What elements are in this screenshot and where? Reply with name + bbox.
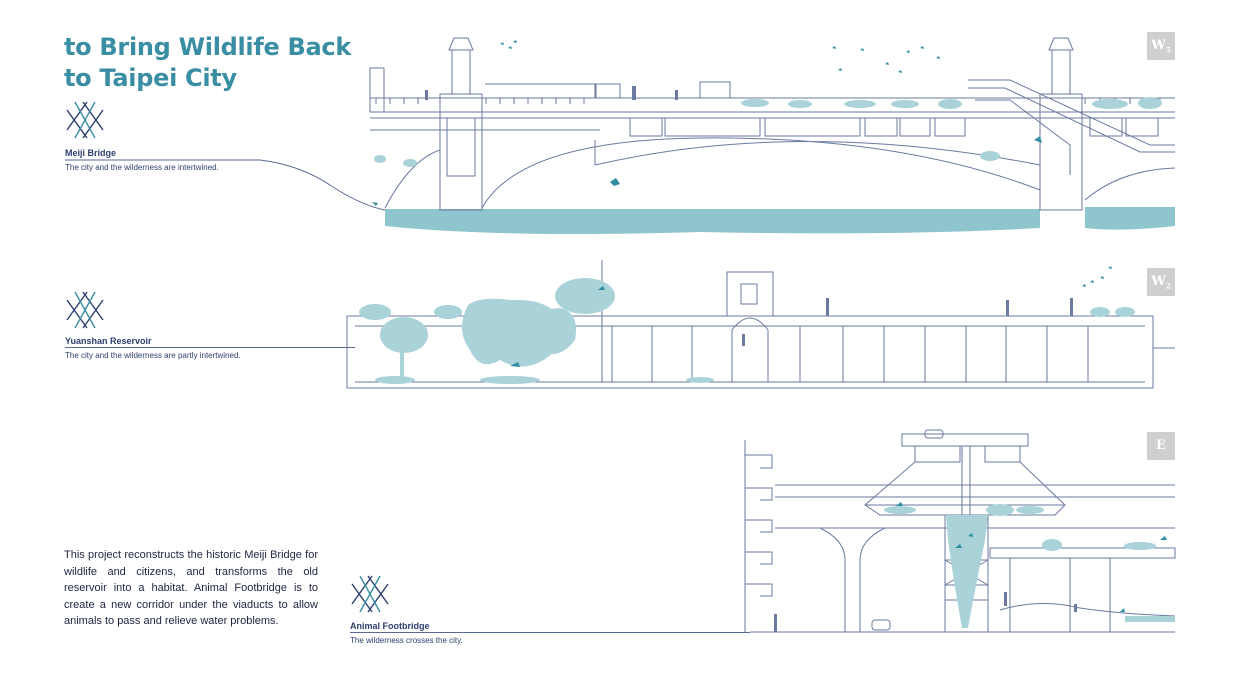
project-description-paragraph: This project reconstructs the historic M… xyxy=(64,549,318,628)
page-title: to Bring Wildlife Back to Taipei City xyxy=(64,32,351,94)
crossed-x-emblem-icon xyxy=(66,291,104,329)
section-label-meiji-bridge: Meiji Bridge xyxy=(65,148,117,158)
section-rule xyxy=(65,347,355,348)
section-desc-yuanshan-reservoir: The city and the wilderness are partly i… xyxy=(65,351,241,360)
title-line-1: to Bring Wildlife Back xyxy=(64,33,352,61)
section-rule xyxy=(350,632,750,633)
section-label-animal-footbridge: Animal Footbridge xyxy=(350,621,430,631)
crossed-x-emblem-icon xyxy=(351,575,389,613)
title-line-2: to Taipei City xyxy=(64,64,237,92)
crossed-x-emblem-icon xyxy=(66,101,104,139)
badge-w2: W2 xyxy=(1147,268,1175,296)
river-water xyxy=(385,209,1040,234)
badge-w5: W5 xyxy=(1147,32,1175,60)
section-label-yuanshan-reservoir: Yuanshan Reservoir xyxy=(65,336,152,346)
section-desc-meiji-bridge: The city and the wilderness are intertwi… xyxy=(65,163,219,172)
section-desc-animal-footbridge: The wilderness crosses the city. xyxy=(350,636,463,645)
badge-e: E xyxy=(1147,432,1175,460)
